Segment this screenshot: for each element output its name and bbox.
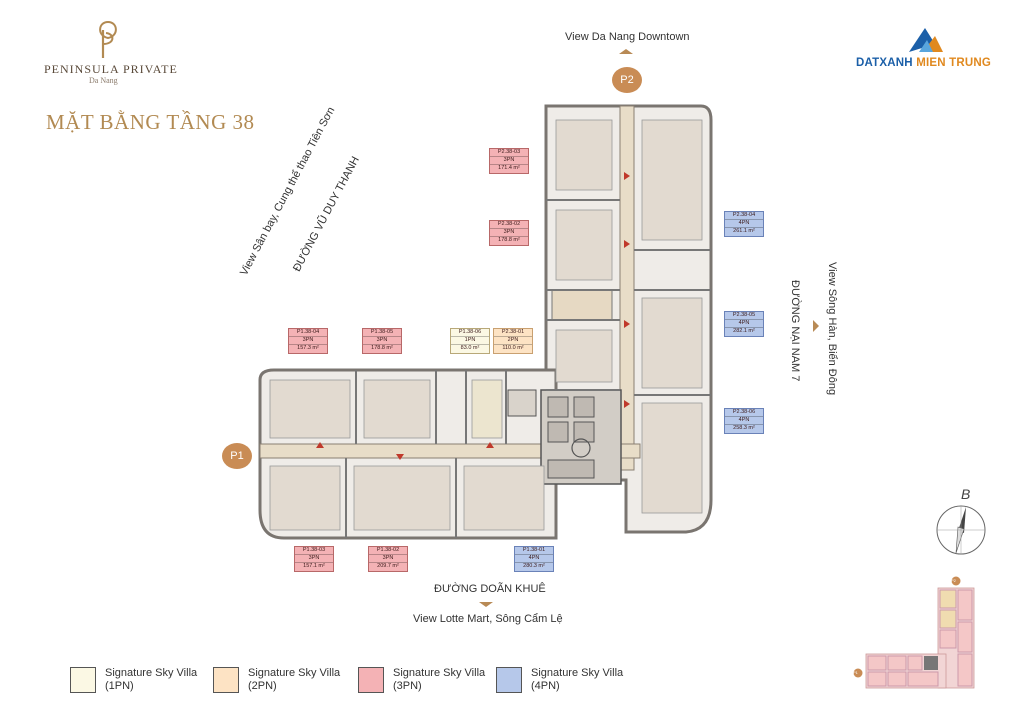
floor-plan-title: MẶT BẰNG TẦNG 38 [46, 110, 255, 134]
datxanh-logo-icon [909, 28, 943, 52]
legend-name: Signature Sky Villa [531, 667, 624, 679]
unit-code: P1.38-01 [515, 547, 553, 556]
unit-tag: P1.38-03 3PN 157.1 m² [294, 546, 334, 572]
legend-name: Signature Sky Villa [393, 667, 486, 679]
unit-tag: P1.38-06 1PN 83.0 m² [450, 328, 490, 354]
unit-rooms: 4PN [725, 220, 763, 229]
unit-tag: P1.38-01 4PN 280.3 m² [514, 546, 554, 572]
unit-code: P2.38-05 [725, 312, 763, 321]
legend-item-4pn: Signature Sky Villa (4PN) [531, 667, 623, 693]
unit-rooms: 3PN [490, 157, 528, 166]
unit-rooms: 1PN [451, 337, 489, 346]
unit-area: 282.1 m² [733, 328, 755, 335]
unit-tag: P1.38-04 3PN 157.3 m² [288, 328, 328, 354]
unit-area: 171.4 m² [498, 165, 520, 172]
unit-rooms: 3PN [369, 555, 407, 564]
legend-type: (4PN) [531, 680, 560, 692]
unit-code: P1.38-02 [369, 547, 407, 556]
unit-code: P1.38-06 [451, 329, 489, 338]
unit-code: P1.38-05 [363, 329, 401, 338]
direction-arrow-bottom-icon [479, 602, 493, 607]
unit-code: P2.38-01 [494, 329, 532, 338]
unit-area: 209.7 m² [377, 563, 399, 570]
legend-type: (3PN) [393, 680, 422, 692]
legend-swatch-4pn [496, 667, 522, 693]
unit-tag: P2.38-01 2PN 110.0 m² [493, 328, 533, 354]
legend-swatch-1pn [70, 667, 96, 693]
unit-code: P2.38-04 [725, 212, 763, 221]
legend-type: (2PN) [248, 680, 277, 692]
unit-tag: P1.38-05 3PN 178.8 m² [362, 328, 402, 354]
unit-area: 261.1 m² [733, 228, 755, 235]
compass-icon [936, 505, 986, 555]
unit-area: 178.8 m² [498, 237, 520, 244]
tower-p2-marker: P2 [612, 67, 642, 93]
tower-p1-marker: P1 [222, 443, 252, 469]
unit-rooms: 3PN [490, 229, 528, 238]
keymap-p2-label: P2 [951, 578, 956, 583]
keymap-p1-label: P1 [853, 670, 858, 675]
unit-rooms: 4PN [515, 555, 553, 564]
view-top-label: View Da Nang Downtown [565, 31, 690, 43]
unit-code: P2.38-03 [490, 149, 528, 158]
unit-area: 157.1 m² [303, 563, 325, 570]
unit-tag: P2.38-02 3PN 178.8 m² [489, 220, 529, 246]
brand-name: PENINSULA PRIVATE [44, 62, 178, 76]
legend-name: Signature Sky Villa [105, 667, 198, 679]
developer-name-part1: DATXANH [856, 57, 913, 69]
unit-code: P2.38-02 [490, 221, 528, 230]
unit-rooms: 2PN [494, 337, 532, 346]
unit-rooms: 3PN [289, 337, 327, 346]
direction-arrow-top-icon [619, 49, 633, 54]
unit-rooms: 3PN [363, 337, 401, 346]
unit-code: P1.38-04 [289, 329, 327, 338]
unit-area: 157.3 m² [297, 345, 319, 352]
legend-swatch-2pn [213, 667, 239, 693]
direction-arrow-right-icon [813, 320, 819, 332]
legend-item-1pn: Signature Sky Villa (1PN) [105, 667, 197, 693]
unit-tag: P2.38-03 3PN 171.4 m² [489, 148, 529, 174]
unit-area: 83.0 m² [460, 345, 480, 352]
legend-name: Signature Sky Villa [248, 667, 341, 679]
unit-code: P1.38-03 [295, 547, 333, 556]
developer-name: DATXANH MIEN TRUNG [856, 57, 991, 69]
unit-area: 178.8 m² [371, 345, 393, 352]
unit-rooms: 3PN [295, 555, 333, 564]
unit-area: 280.3 m² [523, 563, 545, 570]
peninsula-logo-icon [99, 20, 117, 58]
unit-tag: P2.38-06 4PN 258.3 m² [724, 408, 764, 434]
brand-city: Da Nang [89, 76, 118, 85]
legend-item-2pn: Signature Sky Villa (2PN) [248, 667, 340, 693]
unit-rooms: 4PN [725, 320, 763, 329]
unit-code: P2.38-06 [725, 409, 763, 418]
legend-type: (1PN) [105, 680, 134, 692]
unit-area: 110.0 m² [502, 345, 524, 352]
unit-tag: P1.38-02 3PN 209.7 m² [368, 546, 408, 572]
compass-north-letter: B [961, 486, 971, 502]
legend-swatch-3pn [358, 667, 384, 693]
unit-tag: P2.38-05 4PN 282.1 m² [724, 311, 764, 337]
view-bottom-label: View Lotte Mart, Sông Cẩm Lệ [413, 613, 563, 625]
developer-name-part2: MIEN TRUNG [916, 57, 992, 69]
unit-tag: P2.38-04 4PN 261.1 m² [724, 211, 764, 237]
floor-plan-drawing [258, 104, 713, 540]
view-right-label: View Sông Hàn, Biển Đông [826, 262, 838, 396]
street-bottom-label: ĐƯỜNG DOÃN KHUÊ [434, 583, 546, 595]
legend-item-3pn: Signature Sky Villa (3PN) [393, 667, 485, 693]
key-map-drawing [853, 576, 975, 689]
unit-rooms: 4PN [725, 417, 763, 426]
street-right-label: ĐƯỜNG NẠI NAM 7 [789, 280, 801, 382]
unit-area: 258.3 m² [733, 425, 755, 432]
